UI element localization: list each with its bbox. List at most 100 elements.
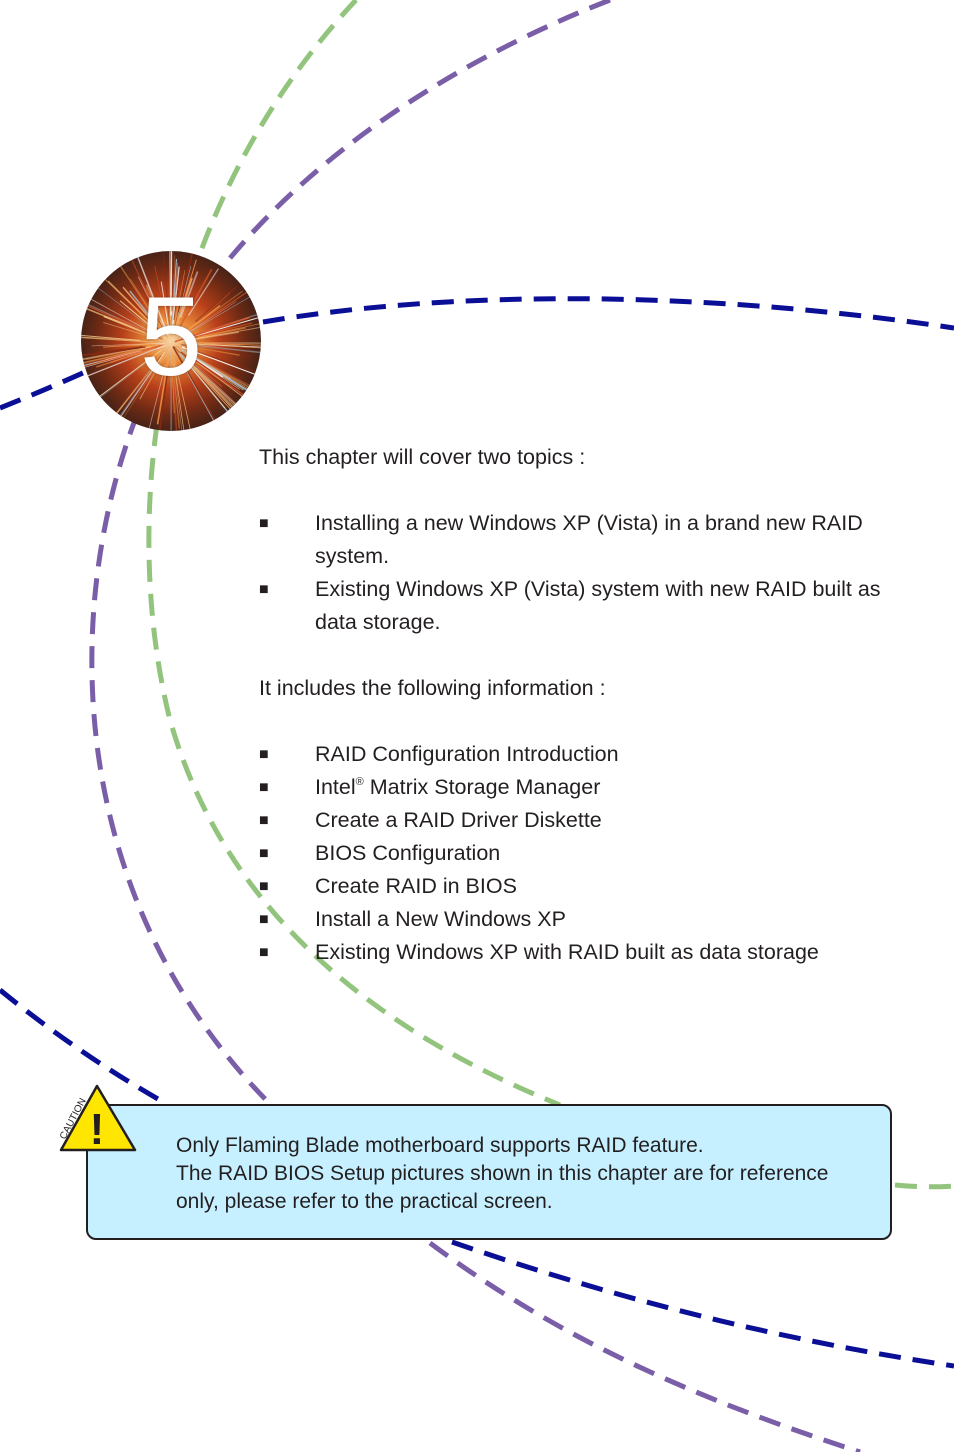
starburst-ray — [187, 301, 237, 333]
info-list: ■ RAID Configuration Introduction ■ Inte… — [259, 738, 919, 969]
navy-arc — [0, 296, 954, 1369]
starburst-ray — [103, 321, 158, 340]
list-item-text: Intel — [315, 775, 356, 799]
starburst-ray — [173, 270, 181, 321]
starburst-ray — [181, 351, 223, 387]
starburst-ray — [180, 351, 238, 406]
starburst-ray — [91, 342, 166, 347]
starburst-ray — [89, 349, 162, 404]
info-heading: It includes the following information : — [259, 676, 606, 700]
starburst-ray — [81, 334, 141, 341]
list-item-text: RAID Configuration Introduction — [315, 742, 619, 766]
starburst-ray — [179, 271, 199, 318]
list-item-text: Matrix Storage Manager — [363, 775, 601, 799]
caution-note: Only Flaming Blade motherboard supports … — [86, 1104, 892, 1240]
list-item: ■ BIOS Configuration — [259, 837, 919, 870]
starburst-ray — [197, 343, 261, 349]
list-item: ■ Create RAID in BIOS — [259, 870, 919, 903]
starburst-ray — [180, 343, 252, 353]
bullet-icon: ■ — [259, 515, 269, 532]
chapter-number: 5 — [139, 274, 203, 399]
starburst-ray — [81, 344, 166, 380]
starburst-ray — [138, 277, 158, 315]
starburst-ray — [177, 251, 194, 313]
list-item: ■ Existing Windows XP with RAID built as… — [259, 936, 919, 969]
starburst-ray — [134, 251, 169, 336]
starburst-ray — [171, 354, 180, 429]
bullet-icon: ■ — [259, 812, 269, 829]
green-arc — [146, 0, 954, 1190]
starburst-ray — [181, 292, 231, 334]
starburst-ray — [180, 305, 221, 337]
starburst-ray — [196, 361, 261, 412]
starburst-ray — [177, 326, 261, 343]
starburst-ray — [186, 352, 224, 378]
starburst-ray — [103, 343, 151, 348]
starburst-ray — [185, 347, 260, 374]
starburst-ray — [110, 351, 166, 431]
starburst-ray — [81, 336, 155, 343]
starburst-ray — [173, 363, 185, 431]
bullet-icon: ■ — [259, 944, 269, 961]
starburst-ray — [122, 286, 157, 326]
bullet-icon: ■ — [259, 911, 269, 928]
spacer — [259, 705, 919, 738]
list-item-text: Create a RAID Driver Diskette — [315, 808, 602, 832]
starburst-ray — [171, 251, 174, 312]
starburst-ray — [136, 279, 166, 333]
registered-mark: ® — [355, 776, 364, 788]
list-item: ■ Existing Windows XP (Vista) system wit… — [259, 573, 919, 639]
starburst-ray — [148, 364, 166, 431]
spacer — [259, 639, 919, 672]
starburst-ray — [156, 357, 170, 425]
starburst-ray — [173, 251, 193, 332]
spacer — [259, 474, 919, 507]
list-item-text: Install a New Windows XP — [315, 907, 566, 931]
starburst-ray — [171, 258, 178, 333]
list-item: ■ Install a New Windows XP — [259, 903, 919, 936]
starburst-ray — [158, 369, 169, 431]
starburst-ray — [174, 316, 250, 343]
starburst-ray — [104, 355, 162, 427]
starburst-ray — [180, 331, 239, 343]
caution-line: Only Flaming Blade motherboard supports … — [176, 1134, 704, 1157]
starburst-ray — [192, 322, 253, 339]
starburst-ray — [171, 368, 178, 431]
starburst-ray — [109, 361, 158, 423]
bullet-icon: ■ — [259, 845, 269, 862]
starburst-ray — [160, 281, 170, 330]
starburst-ray — [154, 265, 167, 321]
starburst-ray — [130, 278, 156, 318]
caution-line: The RAID BIOS Setup pictures shown in th… — [176, 1162, 829, 1185]
bullet-icon: ■ — [259, 779, 269, 796]
topics-list: ■ Installing a new Windows XP (Vista) in… — [259, 507, 919, 639]
starburst-ray — [188, 354, 240, 390]
starburst-ray — [81, 302, 163, 340]
starburst-ray — [195, 285, 238, 323]
chapter-badge: 5 — [81, 251, 261, 431]
starburst-ray — [172, 346, 223, 431]
starburst-ray — [114, 348, 168, 431]
starburst-ray — [187, 268, 219, 316]
list-item: ■ Installing a new Windows XP (Vista) in… — [259, 507, 919, 573]
starburst-ray — [174, 358, 191, 431]
starburst-ray — [162, 251, 170, 325]
starburst-ray — [175, 270, 186, 319]
list-item: ■ Create a RAID Driver Diskette — [259, 804, 919, 837]
starburst-ray — [81, 350, 141, 367]
list-item: ■ RAID Configuration Introduction — [259, 738, 919, 771]
starburst-ray — [176, 290, 243, 340]
starburst-ray — [96, 347, 155, 368]
starburst-ray — [191, 282, 261, 330]
starburst-ray — [174, 268, 213, 336]
starburst-ray — [126, 251, 161, 321]
caution-line: only, please refer to the practical scre… — [176, 1190, 553, 1213]
caution-text: Only Flaming Blade motherboard supports … — [176, 1132, 876, 1216]
starburst-ray — [81, 345, 159, 361]
starburst-ray — [181, 346, 260, 377]
starburst-ray — [172, 266, 180, 325]
starburst-ray — [181, 353, 256, 427]
exclamation-glyph: ! — [90, 1105, 105, 1154]
starburst-ray — [81, 346, 143, 357]
